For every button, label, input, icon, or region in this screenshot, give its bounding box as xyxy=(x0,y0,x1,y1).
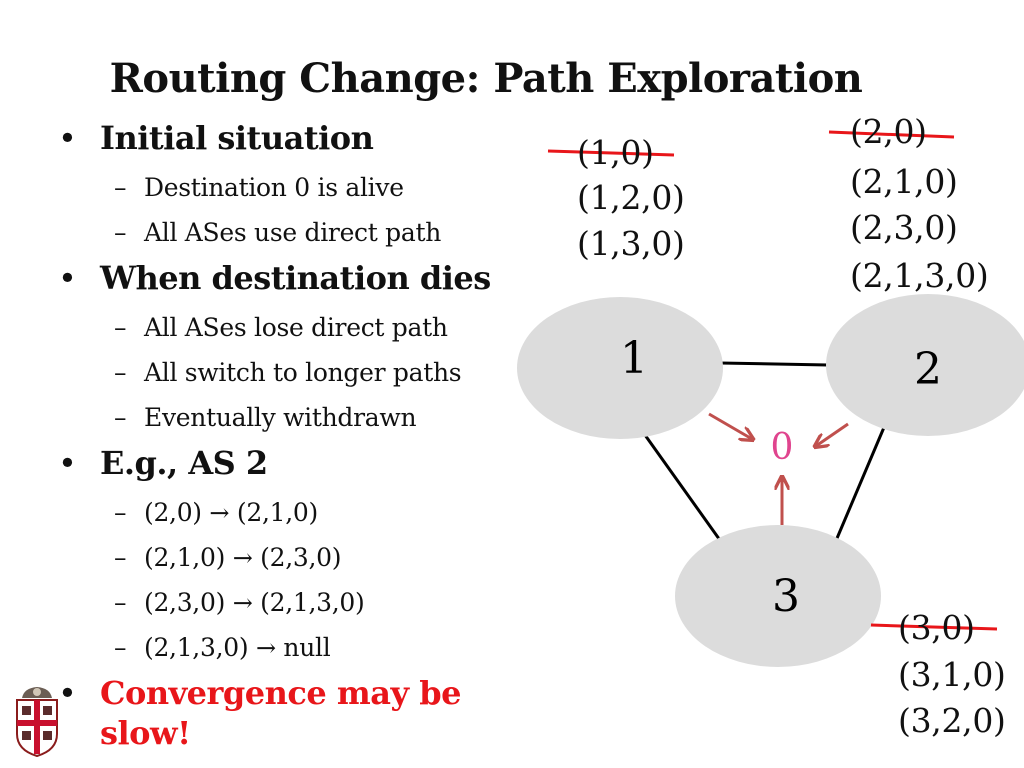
path-node2-2: (2,3,0) xyxy=(850,208,958,247)
path-transition: –(2,1,0) → (2,3,0) xyxy=(114,543,342,572)
path-node2-0: (2,0) xyxy=(850,112,927,151)
path-node2-3: (2,1,3,0) xyxy=(850,256,989,295)
node-2-label: 2 xyxy=(914,344,942,395)
path-node1-0: (1,0) xyxy=(577,133,654,172)
sub-bullet: –Eventually withdrawn xyxy=(114,403,417,432)
path-node1-1: (1,2,0) xyxy=(577,178,685,217)
sub-bullet: –All switch to longer paths xyxy=(114,358,462,387)
pointer-arrow-2-to-0 xyxy=(816,422,849,446)
path-transition: –(2,1,3,0) → null xyxy=(114,633,331,662)
slide-title: Routing Change: Path Exploration xyxy=(109,55,863,102)
sub-bullet: –All ASes use direct path xyxy=(114,218,442,247)
sub-bullet: –Destination 0 is alive xyxy=(114,173,404,202)
path-node1-2: (1,3,0) xyxy=(577,224,685,263)
node-3-label: 3 xyxy=(772,571,800,622)
as-node-3 xyxy=(675,525,881,667)
as-node-2 xyxy=(826,294,1024,436)
bullet-initial-situation: •Initial situation xyxy=(58,119,374,157)
destination-node-0-label: 0 xyxy=(771,427,794,468)
pointer-arrow-1-to-0 xyxy=(708,412,752,439)
path-node2-1: (2,1,0) xyxy=(850,162,958,201)
university-shield-icon xyxy=(16,687,58,758)
bullet-convergence: •Convergence may be slow! xyxy=(58,674,461,752)
right-arrow-icon: → xyxy=(232,589,253,617)
path-transition: –(2,0) → (2,1,0) xyxy=(114,498,318,527)
as-node-1 xyxy=(517,297,723,439)
link-2-3 xyxy=(833,424,887,544)
bullet-when-destination-dies: •When destination dies xyxy=(58,259,491,297)
sub-bullet: –All ASes lose direct path xyxy=(114,313,448,342)
link-1-3 xyxy=(643,434,724,544)
path-node3-1: (3,1,0) xyxy=(898,655,1006,694)
bullet-example-as2: •E.g., AS 2 xyxy=(58,444,268,482)
right-arrow-icon: → xyxy=(255,634,276,662)
link-1-2 xyxy=(719,361,829,367)
path-node3-2: (3,2,0) xyxy=(898,701,1006,740)
path-node3-0: (3,0) xyxy=(898,608,975,647)
path-transition: –(2,3,0) → (2,1,3,0) xyxy=(114,588,365,617)
right-arrow-icon: → xyxy=(232,544,253,572)
bullet-list: •Initial situation –Destination 0 is ali… xyxy=(58,118,528,752)
right-arrow-icon: → xyxy=(209,499,230,527)
node-1-label: 1 xyxy=(620,333,648,384)
